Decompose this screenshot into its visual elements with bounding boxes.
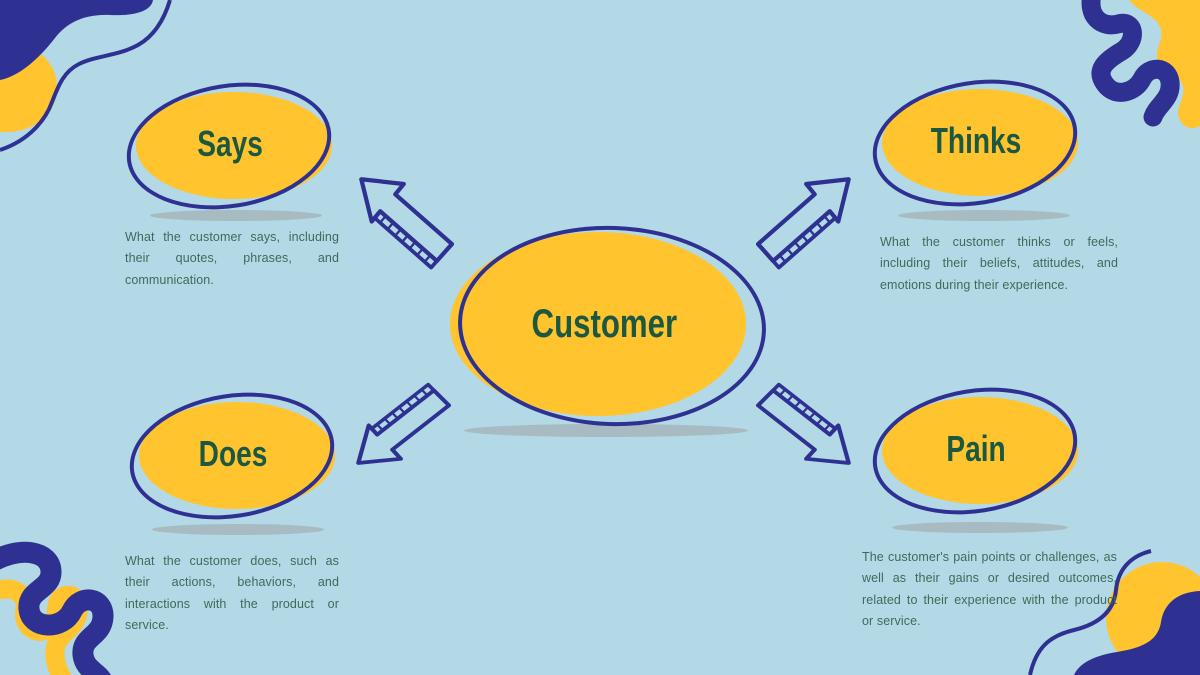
thinks-shadow: [898, 210, 1070, 221]
thinks-description: What the customer thinks or feels, inclu…: [880, 235, 1118, 292]
pain-shadow: [892, 522, 1068, 533]
says-description: What the customer says, including their …: [125, 230, 339, 287]
ellipse-fill: [136, 92, 332, 199]
does-description: What the customer does, such as their ac…: [125, 554, 339, 632]
node-says: Says: [117, 68, 341, 224]
node-pain: Pain: [863, 373, 1087, 529]
arrow-up-left-icon: [350, 168, 468, 276]
node-label: Does: [199, 433, 268, 474]
ellipse-fill: [450, 232, 746, 416]
ellipse-fill: [139, 402, 335, 509]
node-label: Pain: [946, 428, 1007, 469]
node-does: Does: [120, 378, 344, 534]
pain-description: The customer's pain points or challenges…: [862, 550, 1117, 628]
says-shadow: [150, 210, 322, 221]
ellipse-fill: [882, 89, 1078, 196]
customer-shadow: [464, 424, 748, 437]
node-label: Thinks: [931, 120, 1022, 161]
arrow-up-right-icon: [742, 168, 860, 276]
node-label: Says: [197, 123, 264, 164]
ellipse-fill: [882, 397, 1078, 504]
node-thinks: Thinks: [863, 65, 1087, 221]
node-customer: Customer: [450, 220, 770, 432]
does-shadow: [152, 524, 324, 535]
node-label: Customer: [531, 301, 677, 346]
arrow-down-left-icon: [347, 377, 465, 473]
arrow-down-right-icon: [742, 377, 860, 473]
